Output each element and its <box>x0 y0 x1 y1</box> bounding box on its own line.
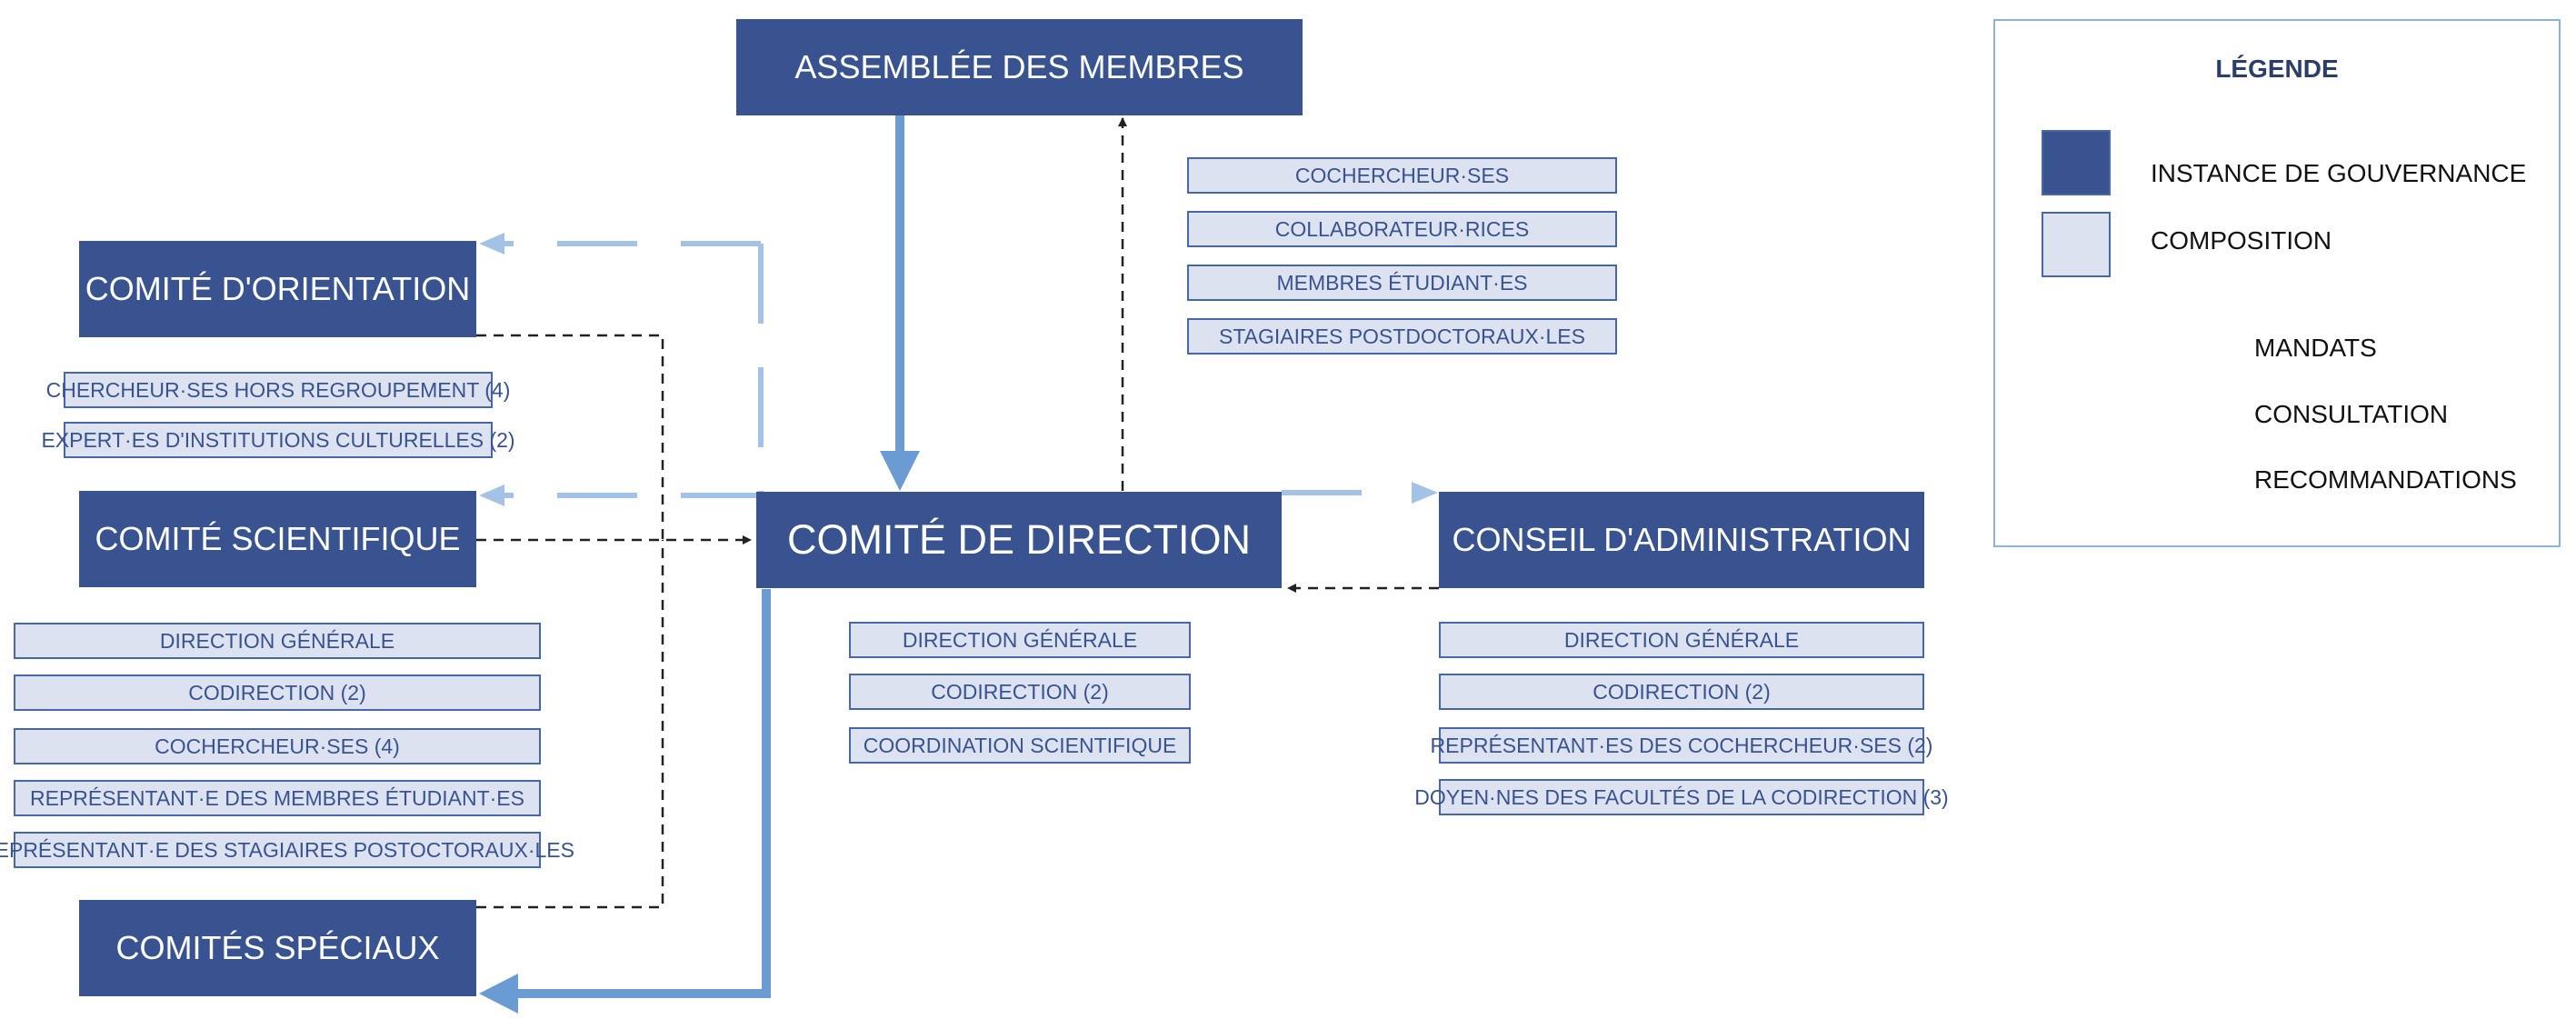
node-comite-de-direction: COMITÉ DE DIRECTION <box>756 492 1282 588</box>
composition-item: EXPERT·ES D'INSTITUTIONS CULTURELLES (2) <box>41 422 515 458</box>
composition-item: STAGIAIRES POSTDOCTORAUX·LES <box>1187 318 1617 355</box>
recommendation-arrows <box>476 117 1439 909</box>
composition-item: COCHERCHEUR·SES (4) <box>14 728 541 764</box>
consultation-arrowhead-orientation <box>479 233 504 255</box>
composition-item: REPRÉSENTANT·ES DES COCHERCHEUR·SES (2) <box>1431 727 1932 764</box>
legend-composition-swatch <box>2042 212 2111 277</box>
mandate-arrows <box>479 113 920 1014</box>
composition-item: DIRECTION GÉNÉRALE <box>14 623 541 659</box>
node-comites-speciaux: COMITÉS SPÉCIAUX <box>79 900 476 996</box>
composition-item: CODIRECTION (2) <box>1439 674 1924 710</box>
mandate-arrowhead-direction <box>880 451 920 491</box>
composition-item: CHERCHEUR·SES HORS REGROUPEMENT (4) <box>46 372 510 408</box>
composition-item: CODIRECTION (2) <box>849 674 1191 710</box>
legend-governance-label: INSTANCE DE GOUVERNANCE <box>2151 159 2527 187</box>
node-comite-scientifique: COMITÉ SCIENTIFIQUE <box>79 491 476 587</box>
composition-item: COCHERCHEUR·SES <box>1187 157 1617 194</box>
legend-panel <box>1993 19 2561 547</box>
legend-mandates-label: MANDATS <box>2254 334 2377 362</box>
composition-item: COORDINATION SCIENTIFIQUE <box>849 727 1191 764</box>
composition-item: DIRECTION GÉNÉRALE <box>849 622 1191 658</box>
node-conseil-administration: CONSEIL D'ADMINISTRATION <box>1439 492 1924 588</box>
consultation-arrowhead-conseil <box>1412 482 1438 504</box>
legend-recommendations-label: RECOMMANDATIONS <box>2254 465 2517 494</box>
legend-composition-label: COMPOSITION <box>2151 226 2332 255</box>
composition-item: COLLABORATEUR·RICES <box>1187 211 1617 247</box>
composition-item: REPRÉSENTANT·E DES STAGIAIRES POSTOCTORA… <box>0 832 574 868</box>
legend-consultation-label: CONSULTATION <box>2254 400 2449 428</box>
composition-item: MEMBRES ÉTUDIANT·ES <box>1187 265 1617 301</box>
composition-item: DIRECTION GÉNÉRALE <box>1439 622 1924 658</box>
consultation-arrowhead-scientifique <box>479 485 504 506</box>
mandate-arrowhead-speciaux <box>479 974 518 1014</box>
composition-item: DOYEN·NES DES FACULTÉS DE LA CODIRECTION… <box>1414 779 1949 815</box>
composition-item: REPRÉSENTANT·E DES MEMBRES ÉTUDIANT·ES <box>14 780 541 816</box>
legend-title: LÉGENDE <box>2215 55 2339 83</box>
node-comite-orientation: COMITÉ D'ORIENTATION <box>79 241 476 337</box>
consultation-arrows <box>504 241 1404 498</box>
composition-item: CODIRECTION (2) <box>14 674 541 711</box>
mandate-direction-to-speciaux <box>516 589 771 998</box>
legend-governance-swatch <box>2042 130 2111 195</box>
node-assemblee-des-membres: ASSEMBLÉE DES MEMBRES <box>736 19 1303 115</box>
